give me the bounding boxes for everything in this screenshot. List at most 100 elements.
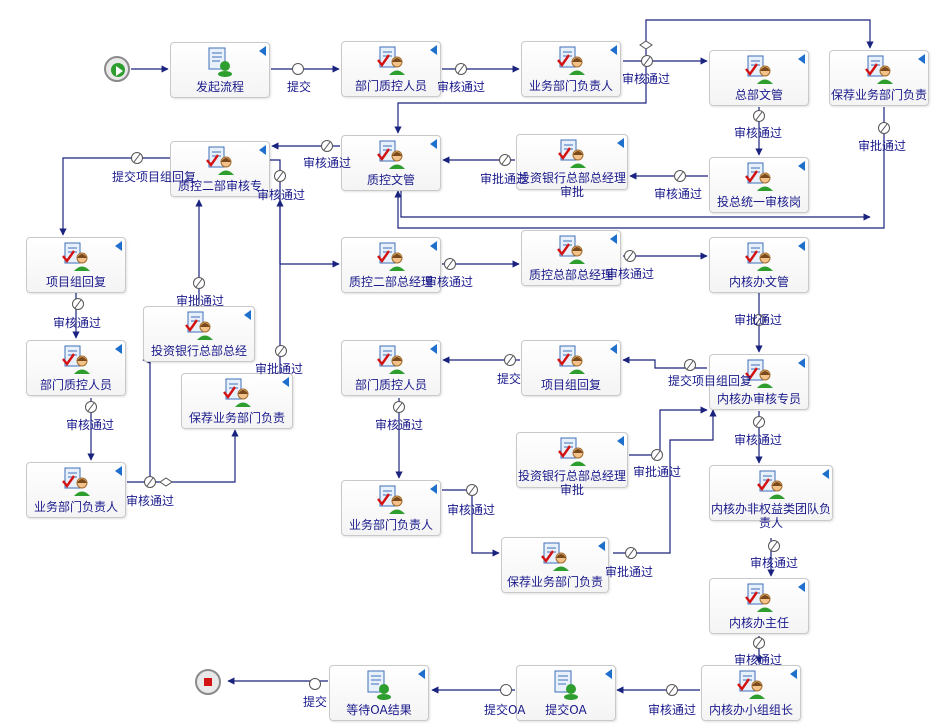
connector-23[interactable] [622, 356, 707, 369]
transition-handle-icon[interactable] [131, 152, 143, 164]
transition-label-e8: 审核通过 [654, 187, 703, 201]
transition-handle-icon[interactable] [466, 484, 478, 496]
transition-label-e4: 审核通过 [734, 126, 783, 140]
task-node-n7[interactable]: 投资银行总部总经理审批 [516, 134, 628, 199]
transition-handle-icon[interactable] [85, 401, 97, 413]
connector-6[interactable] [394, 61, 647, 134]
connector-26[interactable] [442, 489, 500, 557]
transition-label-e30: 提交 [303, 695, 328, 709]
transition-handle-icon[interactable] [309, 678, 321, 690]
transition-handle-icon[interactable] [768, 540, 780, 552]
task-node-label: 业务部门负责人 [348, 518, 433, 532]
connector-28[interactable] [613, 409, 717, 554]
task-node-n19[interactable]: 内核办审核专员 [709, 354, 809, 410]
task-node-n1[interactable]: 发起流程 [170, 42, 270, 98]
expand-marker-icon [418, 669, 425, 679]
transition-handle-icon[interactable] [753, 110, 765, 122]
transition-handle-icon[interactable] [275, 345, 287, 357]
expand-marker-icon [259, 145, 266, 155]
connector-21[interactable] [127, 356, 151, 483]
user-task-icon [377, 242, 405, 271]
expand-marker-icon [259, 46, 266, 56]
task-node-label: 内核办小组组长 [708, 703, 793, 717]
task-node-label: 等待OA结果 [346, 703, 412, 717]
task-node-label: 业务部门负责人 [528, 79, 613, 93]
transition-handle-icon[interactable] [274, 170, 286, 182]
transition-handle-icon[interactable] [321, 140, 333, 152]
task-node-label: 项目组回复 [540, 378, 601, 392]
user-task-icon [745, 359, 773, 388]
transition-label-e13: 审核通过 [606, 267, 655, 281]
transition-handle-icon[interactable] [444, 258, 456, 270]
user-task-icon [745, 583, 773, 612]
expand-marker-icon [115, 241, 122, 251]
task-node-n12[interactable]: 质控总部总经理 [521, 230, 621, 286]
task-node-n26[interactable]: 等待OA结果 [329, 665, 429, 721]
expand-marker-icon [822, 469, 829, 479]
task-node-n3[interactable]: 业务部门负责人 [521, 41, 621, 97]
expand-marker-icon [798, 241, 805, 251]
task-node-label: 保荐业务部门负责 [506, 575, 603, 589]
transition-handle-icon[interactable] [393, 401, 405, 413]
task-node-n18[interactable]: 项目组回复 [521, 340, 621, 396]
transition-handle-icon[interactable] [684, 359, 696, 371]
transition-handle-icon[interactable] [455, 63, 467, 75]
connector-35[interactable] [400, 191, 871, 221]
transition-handle-icon[interactable] [504, 354, 516, 366]
task-node-n15[interactable]: 部门质控人员 [26, 340, 126, 396]
task-node-n24[interactable]: 保荐业务部门负责 [501, 537, 609, 593]
task-node-n22[interactable]: 业务部门负责人 [341, 480, 441, 536]
task-node-n4[interactable]: 总部文管 [709, 50, 809, 106]
task-node-n25[interactable]: 内核办主任 [709, 578, 809, 634]
task-node-n2[interactable]: 部门质控人员 [341, 41, 441, 97]
transition-handle-icon[interactable] [193, 277, 205, 289]
transition-handle-icon[interactable] [651, 449, 663, 461]
task-node-n20[interactable]: 业务部门负责人 [26, 462, 126, 518]
transition-handle-icon[interactable] [624, 250, 636, 262]
document-start-icon [208, 47, 232, 77]
transition-handle-icon[interactable] [641, 55, 653, 67]
task-node-n5[interactable]: 保荐业务部门负责 [829, 50, 929, 106]
transition-handle-icon[interactable] [144, 476, 156, 488]
transition-handle-icon[interactable] [499, 154, 511, 166]
task-node-n10[interactable]: 项目组回复 [26, 237, 126, 293]
end-event[interactable] [195, 669, 221, 695]
connector-22[interactable] [150, 429, 239, 483]
transition-handle-icon[interactable] [753, 314, 765, 326]
task-node-n21[interactable]: 投资银行总部总经理审批 [516, 432, 628, 497]
task-node-n27[interactable]: 提交OA [516, 665, 616, 721]
expand-marker-icon [610, 45, 617, 55]
expand-marker-icon [115, 466, 122, 476]
transition-handle-icon[interactable] [753, 637, 765, 649]
user-task-icon [557, 345, 585, 374]
transition-label-e18: 提交 [497, 372, 522, 386]
task-node-n13[interactable]: 内核办文管 [709, 237, 809, 293]
connector-8[interactable] [394, 107, 885, 229]
task-node-label: 投资银行总部总经理审批 [517, 469, 626, 497]
user-task-icon [62, 345, 90, 374]
task-node-n17[interactable]: 部门质控人员 [341, 340, 441, 396]
task-node-n8[interactable]: 投总统一审核岗 [709, 157, 809, 213]
transition-handle-icon[interactable] [674, 170, 686, 182]
transition-handle-icon[interactable] [292, 63, 304, 75]
transition-handle-icon[interactable] [72, 298, 84, 310]
task-node-n23[interactable]: 内核办非权益类团队负责人 [709, 465, 833, 530]
transition-handle-icon[interactable] [666, 684, 678, 696]
transition-handle-icon[interactable] [753, 416, 765, 428]
connector-27[interactable] [629, 406, 708, 456]
transition-label-e27: 审核通过 [734, 653, 783, 667]
task-node-n6[interactable]: 质控文管 [341, 135, 441, 191]
task-node-n11[interactable]: 质控二部总经理 [341, 237, 441, 293]
start-event[interactable] [104, 56, 130, 82]
user-task-icon [377, 46, 405, 75]
transition-label-e16: 审核通过 [66, 418, 115, 432]
task-node-n14[interactable]: 投资银行总部总经 [143, 306, 255, 362]
task-node-n16[interactable]: 保荐业务部门负责 [181, 373, 293, 429]
task-node-n28[interactable]: 内核办小组组长 [701, 665, 801, 721]
transition-handle-icon[interactable] [500, 684, 512, 696]
transition-handle-icon[interactable] [878, 122, 890, 134]
transition-handle-icon[interactable] [625, 547, 637, 559]
split-diamond-icon [639, 40, 653, 50]
task-node-n9[interactable]: 质控二部审核专 [170, 141, 270, 197]
